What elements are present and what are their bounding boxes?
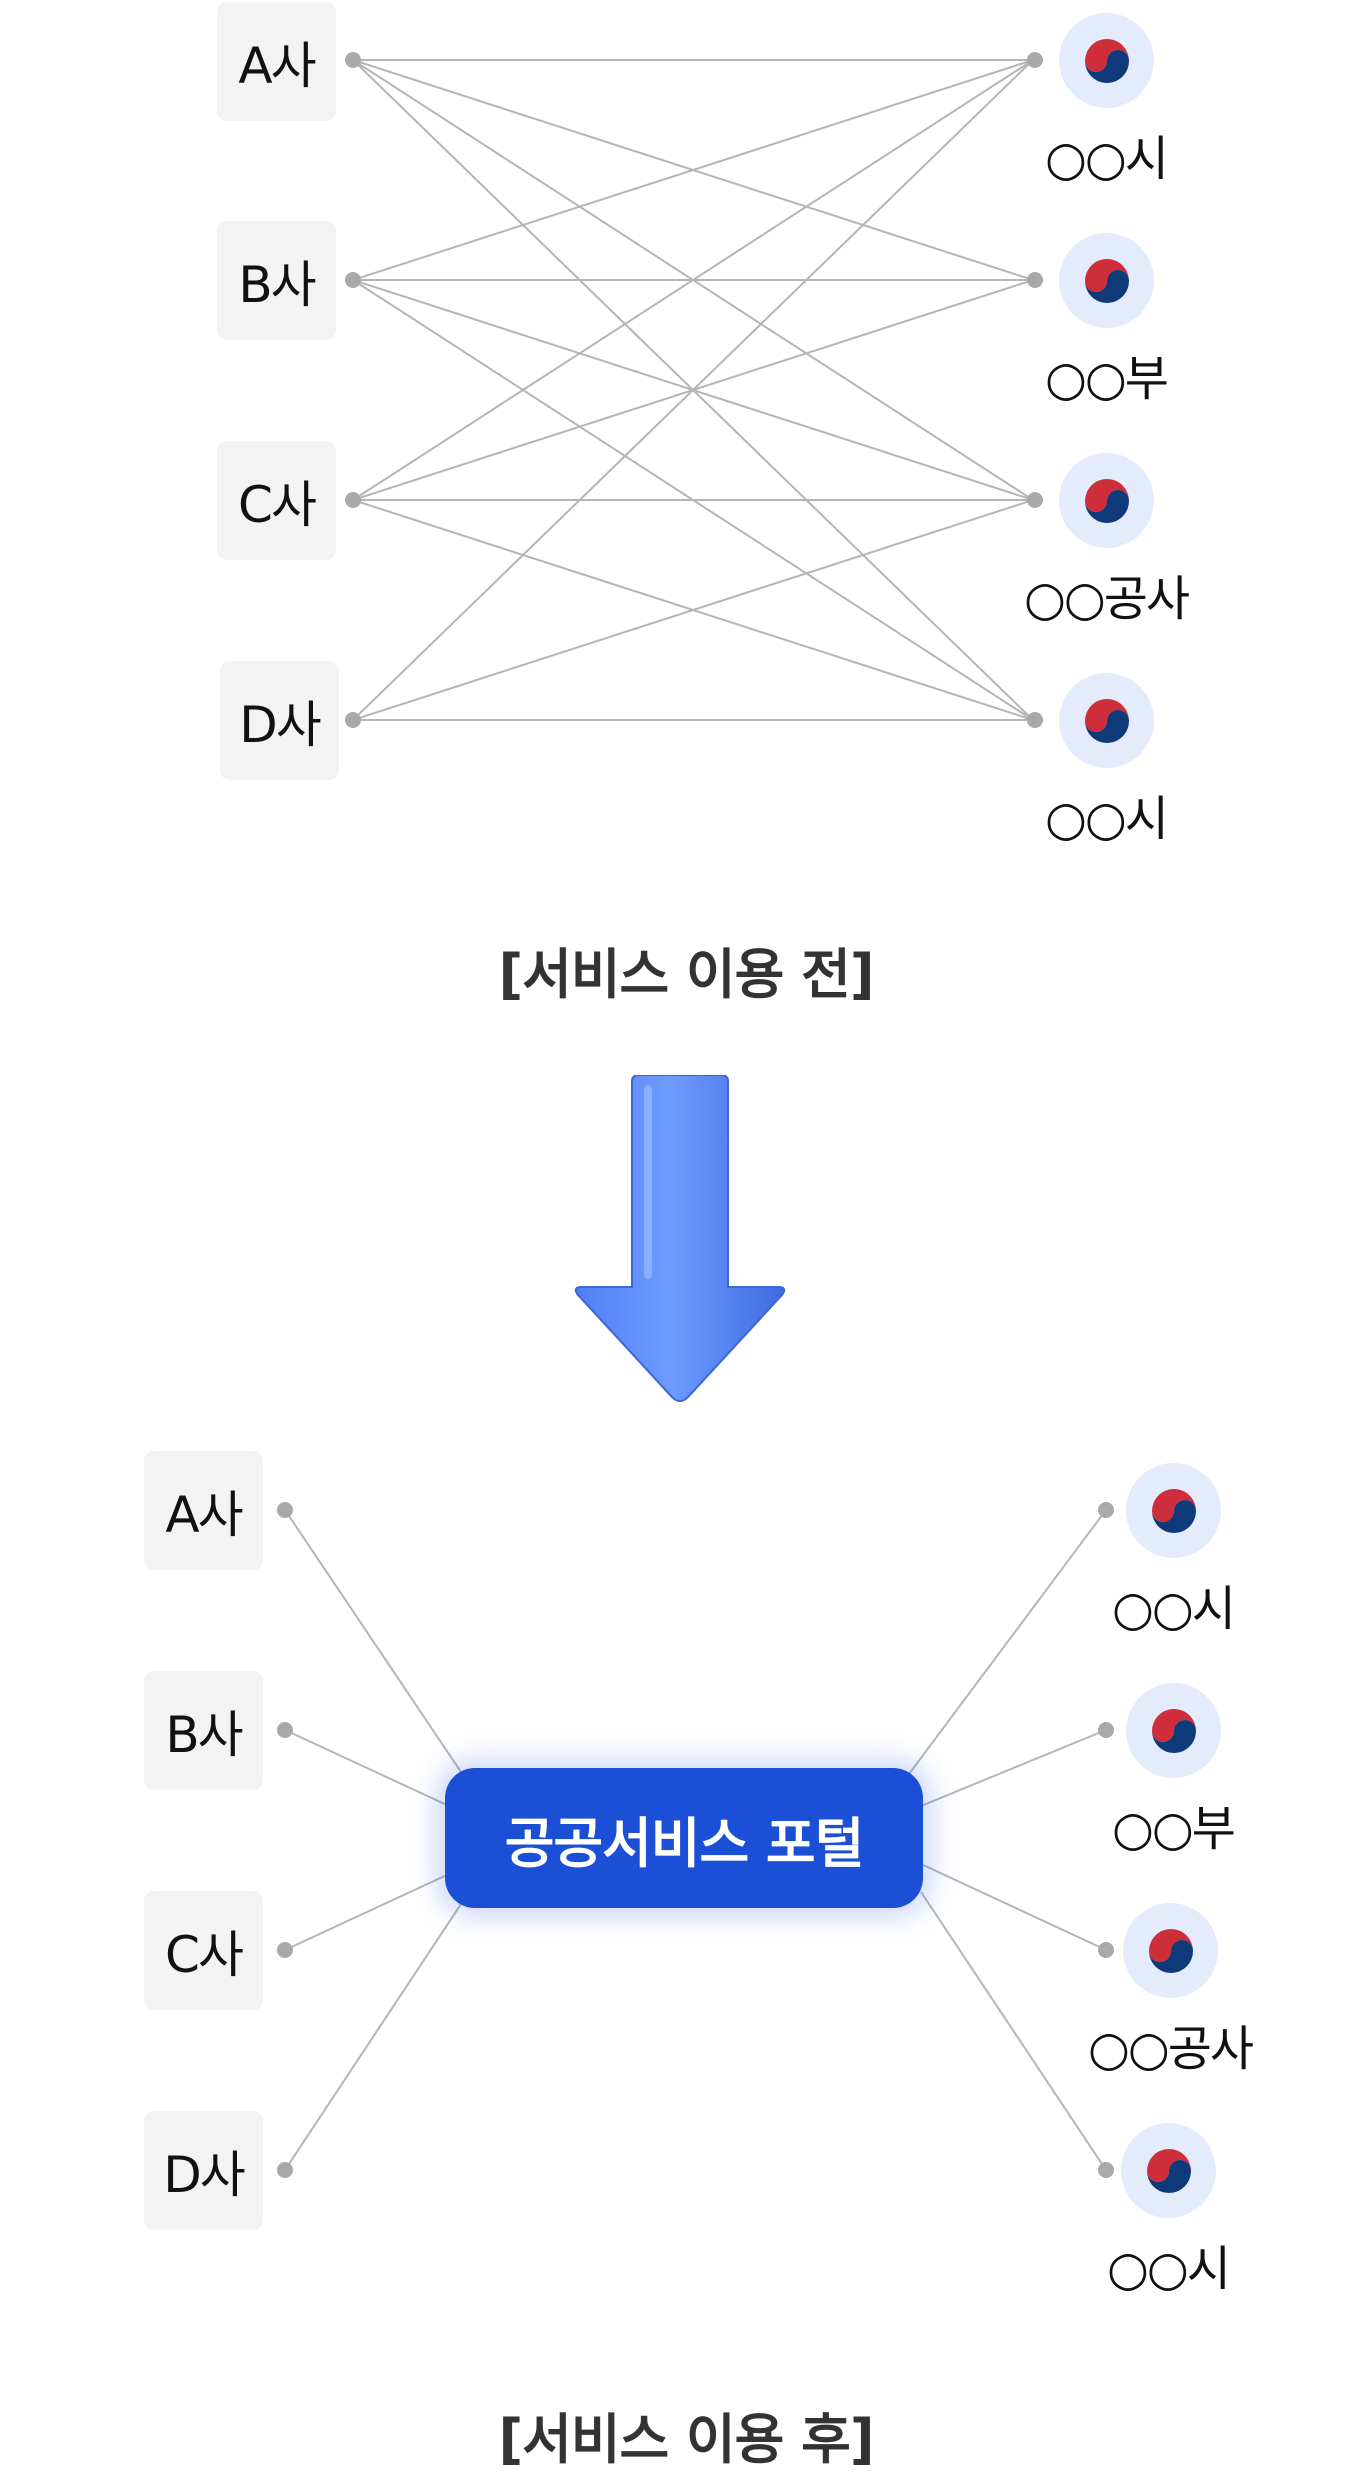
taegeuk-emblem-icon bbox=[1126, 1463, 1221, 1558]
taegeuk-emblem-icon bbox=[1126, 1683, 1221, 1778]
taegeuk-emblem-icon bbox=[1059, 673, 1154, 768]
company-b-box: B사 bbox=[144, 1671, 263, 1790]
public-service-portal: 공공서비스 포털 bbox=[445, 1768, 923, 1908]
company-c-box: C사 bbox=[217, 441, 336, 560]
company-label: C사 bbox=[238, 475, 317, 534]
agency-label: ○○공사 bbox=[1087, 2021, 1254, 2077]
down-arrow-icon bbox=[574, 1075, 786, 1402]
agency-label: ○○부 bbox=[1045, 351, 1169, 407]
company-label: A사 bbox=[165, 1485, 243, 1544]
agency-label: ○○시 bbox=[1045, 791, 1169, 847]
company-c-box: C사 bbox=[144, 1891, 263, 2010]
agency-label: ○○공사 bbox=[1023, 571, 1190, 627]
company-a-box: A사 bbox=[217, 2, 336, 121]
caption-before: [서비스 이용 전] bbox=[498, 943, 874, 1006]
company-d-box: D사 bbox=[220, 661, 339, 780]
company-label: B사 bbox=[238, 255, 316, 314]
agency-label: ○○부 bbox=[1112, 1801, 1236, 1857]
company-label: D사 bbox=[239, 695, 322, 754]
caption-after: [서비스 이용 후] bbox=[498, 2408, 874, 2471]
company-b-box: B사 bbox=[217, 221, 336, 340]
taegeuk-emblem-icon bbox=[1123, 1903, 1218, 1998]
taegeuk-emblem-icon bbox=[1121, 2123, 1216, 2218]
company-label: C사 bbox=[165, 1925, 244, 1984]
company-label: D사 bbox=[163, 2145, 246, 2204]
agency-label: ○○시 bbox=[1045, 131, 1169, 187]
company-label: A사 bbox=[238, 36, 316, 95]
taegeuk-emblem-icon bbox=[1059, 453, 1154, 548]
agency-label: ○○시 bbox=[1107, 2241, 1231, 2297]
company-label: B사 bbox=[165, 1705, 243, 1764]
company-d-box: D사 bbox=[144, 2111, 263, 2230]
taegeuk-emblem-icon bbox=[1059, 13, 1154, 108]
taegeuk-emblem-icon bbox=[1059, 233, 1154, 328]
agency-label: ○○시 bbox=[1112, 1581, 1236, 1637]
company-a-box: A사 bbox=[144, 1451, 263, 1570]
